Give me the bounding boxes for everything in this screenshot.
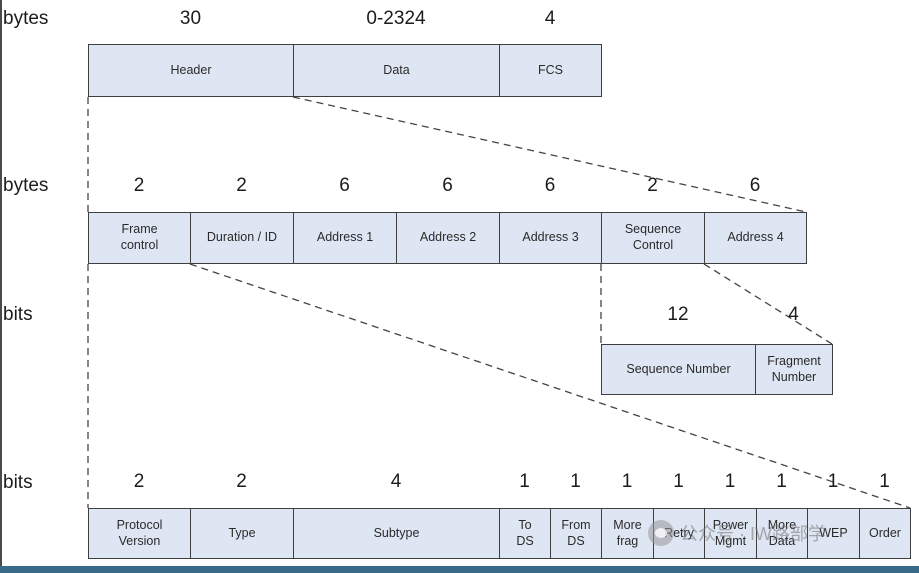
row4-field-size: 1	[827, 471, 839, 492]
row4-field-size: 1	[776, 471, 787, 492]
row4-field-cell: Protocol Version	[88, 508, 191, 559]
row4-field-label: To DS	[516, 517, 534, 548]
row4-field-cell: Retry	[653, 508, 705, 559]
row2-field-cell: Frame control	[88, 212, 191, 264]
row4-field-size: 1	[570, 471, 581, 492]
unit-label-bits: bits	[3, 304, 33, 325]
row4-field-size: 2	[133, 471, 145, 492]
connector-framectl-right	[189, 263, 911, 509]
row1-field-label: Header	[170, 62, 212, 77]
row1-field-size: 30	[179, 8, 202, 29]
row4-field-cell: WEP	[807, 508, 860, 559]
row1-field-size: 4	[544, 8, 556, 29]
row1-field-cell: FCS	[499, 44, 602, 97]
row2-field-label: Address 2	[419, 230, 477, 245]
row2-field-label: Frame control	[120, 222, 159, 252]
row2-field-label: Sequence Control	[624, 222, 682, 252]
row2-field-cell: Address 3	[499, 212, 602, 264]
row4-field-label: Subtype	[373, 525, 420, 540]
row3-field-cell: Fragment Number	[755, 344, 833, 395]
bottom-border	[0, 566, 919, 573]
row2-field-label: Duration / ID	[206, 230, 278, 245]
row4-field-size: 2	[236, 471, 247, 492]
left-border	[0, 0, 2, 573]
row2-field-cell: Address 4	[704, 212, 807, 264]
row2-field-size: 6	[442, 175, 453, 196]
row4-field-size: 1	[724, 471, 736, 492]
row2-field-label: Address 4	[727, 230, 784, 245]
row1-field-label: FCS	[538, 62, 563, 77]
row2-field-size: 6	[544, 175, 556, 196]
row1-field-cell: Data	[293, 44, 500, 97]
row3-field-size: 4	[788, 304, 799, 325]
row4-field-label: Type	[228, 525, 256, 540]
row4-field-size: 1	[879, 471, 890, 492]
row2-field-size: 2	[236, 175, 247, 196]
row2-field-cell: Duration / ID	[190, 212, 294, 264]
row4-field-cell: From DS	[550, 508, 602, 559]
connector-seqctl-right	[703, 263, 833, 345]
row3-field-label: Fragment Number	[767, 353, 821, 384]
row4-field-cell: More frag	[601, 508, 654, 559]
row2-field-cell: Sequence Control	[601, 212, 705, 264]
row2-field-size: 6	[749, 175, 761, 196]
row4-field-label: More Data	[767, 517, 797, 548]
row2-field-cell: Address 1	[293, 212, 397, 264]
connector-header-right	[292, 96, 807, 213]
row4-field-size: 1	[519, 471, 530, 492]
row4-field-size: 4	[390, 471, 402, 492]
row3-field-cell: Sequence Number	[601, 344, 756, 395]
row2-field-size: 6	[339, 175, 350, 196]
row4-field-label: WEP	[819, 525, 848, 540]
unit-label-bytes: bytes	[3, 175, 49, 196]
row3-field-size: 12	[667, 304, 689, 325]
row4-field-label: Order	[869, 525, 901, 540]
unit-label-bytes: bytes	[3, 8, 49, 29]
row4-field-cell: Type	[190, 508, 294, 559]
row4-field-cell: Order	[859, 508, 911, 559]
unit-label-bits: bits	[3, 472, 33, 493]
row1-field-cell: Header	[88, 44, 294, 97]
row4-field-size: 1	[673, 471, 684, 492]
row4-field-label: From DS	[561, 517, 591, 548]
row4-field-cell: To DS	[499, 508, 551, 559]
row4-field-label: More frag	[613, 517, 642, 548]
row4-field-label: Power Mgmt	[712, 517, 749, 548]
row3-field-label: Sequence Number	[626, 361, 731, 376]
row2-field-size: 2	[647, 175, 658, 196]
row2-field-cell: Address 2	[396, 212, 500, 264]
row4-field-label: Retry	[664, 525, 694, 540]
row4-field-cell: Power Mgmt	[704, 508, 757, 559]
row2-field-label: Address 1	[316, 230, 374, 245]
row2-field-size: 2	[133, 175, 145, 196]
row4-field-size: 1	[621, 471, 633, 492]
row1-field-label: Data	[383, 62, 410, 77]
row1-field-size: 0-2324	[366, 8, 426, 29]
row4-field-cell: Subtype	[293, 508, 500, 559]
row4-field-label: Protocol Version	[116, 517, 163, 548]
row2-field-label: Address 3	[522, 230, 579, 245]
row4-field-cell: More Data	[756, 508, 808, 559]
